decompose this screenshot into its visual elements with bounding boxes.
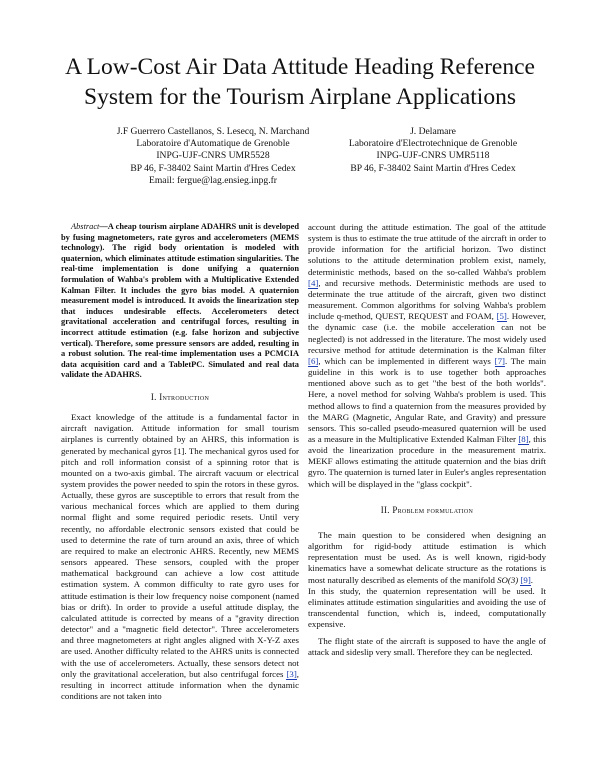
body-text: . The main guideline in this work is to … <box>308 355 547 444</box>
author-block-left: J.F Guerrero Castellanos, S. Lesecq, N. … <box>98 126 328 187</box>
intro-text: , resulting in incorrect attitude inform… <box>61 668 299 701</box>
author-address: BP 46, F-38402 Saint Martin d'Hres Cedex <box>350 162 516 174</box>
problem-paragraph: The main question to be considered when … <box>308 530 546 586</box>
author-unit: INPG-UJF-CNRS UMR5528 <box>156 150 270 162</box>
right-column: account during the attitude estimation. … <box>308 222 546 659</box>
left-column: Abstract—A cheap tourism airplane ADAHRS… <box>61 222 299 702</box>
author-unit: INPG-UJF-CNRS UMR5118 <box>376 150 490 162</box>
intro-text: Exact knowledge of the attitude is a fun… <box>61 412 299 679</box>
author-block-right: J. Delamare Laboratoire d'Electrotechniq… <box>318 126 548 175</box>
intro-paragraph: Exact knowledge of the attitude is a fun… <box>61 412 299 702</box>
abstract-label: Abstract <box>71 222 100 231</box>
author-address: BP 46, F-38402 Saint Martin d'Hres Cedex <box>130 162 296 174</box>
body-text: . However, the dynamic case (i.e. the mo… <box>308 311 546 355</box>
problem-paragraph: The flight state of the aircraft is supp… <box>308 636 546 658</box>
citation-link[interactable]: [3] <box>286 668 297 680</box>
author-affiliation: Laboratoire d'Automatique de Grenoble <box>136 138 290 150</box>
citation-link[interactable]: [5] <box>496 311 507 323</box>
paper-title: A Low-Cost Air Data Attitude Heading Ref… <box>0 52 600 112</box>
citation-link[interactable]: [9] <box>520 574 531 586</box>
body-text: The main question to be considered when … <box>308 529 546 585</box>
intro-paragraph-continued: account during the attitude estimation. … <box>308 222 546 490</box>
body-text: , this avoid the linearization procedure… <box>308 433 547 489</box>
body-text: , and recursive methods. Deterministic m… <box>308 277 546 322</box>
citation-link[interactable]: [7] <box>494 355 505 367</box>
title-line-2: System for the Tourism Airplane Applicat… <box>84 84 516 110</box>
body-text: account during the attitude estimation. … <box>308 222 546 277</box>
body-text: , which can be implemented in different … <box>318 355 495 366</box>
author-names: J.F Guerrero Castellanos, S. Lesecq, N. … <box>116 126 310 137</box>
citation-link[interactable]: [6] <box>308 355 319 367</box>
problem-paragraph: In this study, the quaternion representa… <box>308 585 546 630</box>
citation-link[interactable]: [4] <box>308 277 319 289</box>
author-affiliation: Laboratoire d'Electrotechnique de Grenob… <box>348 138 518 150</box>
section-heading-problem-formulation: II. Problem formulation <box>380 504 474 515</box>
section-heading-introduction: I. Introduction <box>150 391 210 402</box>
abstract-text: —A cheap tourism airplane ADAHRS unit is… <box>61 222 299 380</box>
body-text: . <box>530 574 533 585</box>
citation-link[interactable]: [8] <box>518 433 529 445</box>
math-so3: SO(3) <box>497 574 519 585</box>
title-line-1: A Low-Cost Air Data Attitude Heading Ref… <box>65 54 535 80</box>
abstract: Abstract—A cheap tourism airplane ADAHRS… <box>61 222 299 381</box>
author-email: Email: fergue@lag.ensieg.inpg.fr <box>148 174 277 186</box>
author-names: J. Delamare <box>410 126 456 137</box>
